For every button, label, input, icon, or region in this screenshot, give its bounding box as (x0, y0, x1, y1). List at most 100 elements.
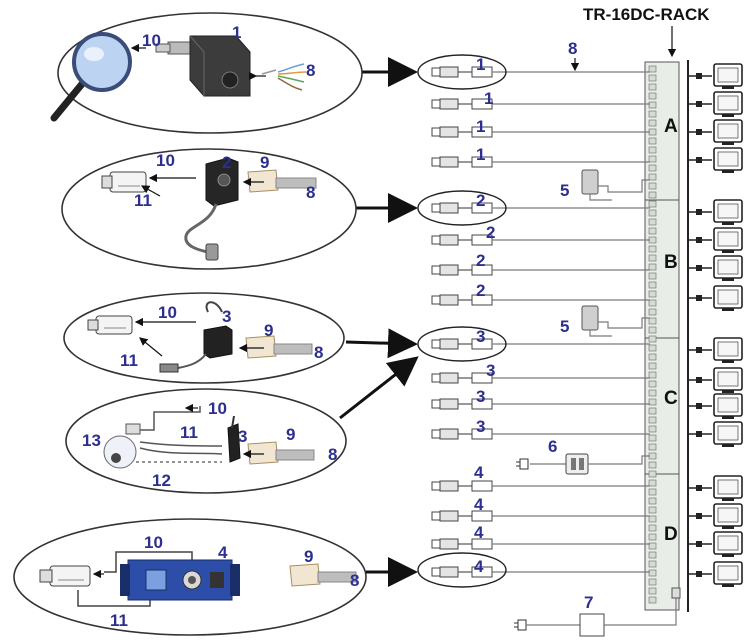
monitor-icon (688, 147, 743, 173)
balun-row (431, 372, 650, 384)
rack-jack (648, 452, 657, 460)
rack-unit: A B C D (644, 60, 689, 612)
detail-3-jack-label: 9 (264, 321, 273, 340)
balun-row (431, 126, 650, 138)
camera-icon-3 (87, 315, 133, 335)
rack-jack (648, 461, 657, 469)
balun-label-a4: 1 (476, 145, 485, 164)
rack-jack (648, 470, 657, 478)
camera-icon-2 (101, 171, 147, 193)
arrow-detail-3 (345, 328, 418, 359)
rack-jack (648, 434, 657, 442)
monitor-icon (688, 367, 743, 393)
detail-5-jack-label: 9 (304, 547, 313, 566)
rack-jack (648, 227, 657, 235)
balun-label-d2: 4 (474, 495, 484, 514)
rack-jack (648, 263, 657, 271)
rack-jack (648, 173, 657, 181)
detail-3-utp-label: 8 (314, 343, 323, 362)
balun-label-a1: 1 (476, 55, 485, 74)
detail-4-device-label: 3 (238, 427, 247, 446)
detail-3-cable-label: 10 (158, 303, 177, 322)
rack-jack (648, 425, 657, 433)
rack-jack (648, 200, 657, 208)
detail-5-utp-label: 8 (350, 571, 359, 590)
detail-4-utp-label: 8 (328, 445, 337, 464)
power-adapter-c: 6 (516, 437, 650, 475)
detail-2-device-label: 2 (222, 153, 231, 172)
balun-label-a3: 1 (476, 117, 485, 136)
highlight-ring-a (417, 54, 507, 90)
rack-jack (648, 137, 657, 145)
detail-1-bnc-balun: 10 1 8 (50, 12, 363, 134)
balun-label-b4: 2 (476, 281, 485, 300)
detail-5-device-label: 4 (218, 543, 228, 562)
rack-jack (648, 119, 657, 127)
rj45-jack-3 (245, 335, 313, 359)
balun-label-c2: 3 (486, 361, 495, 380)
rack-jack (648, 407, 657, 415)
detail-2-utp-label: 8 (306, 183, 315, 202)
detail-2-power-label: 11 (134, 191, 152, 210)
main-power-supply: 7 (514, 587, 681, 637)
rack-jack (648, 182, 657, 190)
rack-jack (648, 398, 657, 406)
highlight-ring-b (417, 190, 507, 226)
monitor-icon (688, 255, 743, 281)
rack-jack (648, 353, 657, 361)
balun-row (431, 566, 650, 578)
balun-label-d4: 4 (474, 557, 484, 576)
rack-jack (648, 542, 657, 550)
balun-row (431, 480, 650, 492)
balun-device-1 (155, 35, 251, 97)
monitor-icon (688, 199, 743, 225)
detail-5-cable-label: 10 (144, 533, 163, 552)
utp-cable-label: 8 (568, 39, 577, 58)
balun-device-3 (159, 301, 233, 373)
rack-jack (648, 191, 657, 199)
balun-row (431, 428, 650, 440)
rack-jack (648, 209, 657, 217)
rack-jack (648, 245, 657, 253)
rack-jack (648, 254, 657, 262)
balun-row (431, 156, 650, 168)
rack-jack (648, 479, 657, 487)
rack-section-d: D (664, 524, 678, 545)
detail-1-device-label: 1 (232, 23, 241, 42)
balun-label-d3: 4 (474, 523, 484, 542)
rack-jack (648, 335, 657, 343)
balun-row (431, 538, 650, 550)
rack-jack (648, 380, 657, 388)
balun-device-4 (227, 415, 241, 463)
rack-jack (648, 371, 657, 379)
power-supply-a: 5 (560, 169, 650, 201)
balun-label-b3: 2 (476, 251, 485, 270)
monitor-icon (688, 285, 743, 311)
rack-jack (648, 290, 657, 298)
rack-jack (648, 272, 657, 280)
main-power-label: 7 (584, 593, 593, 612)
balun-row (431, 510, 650, 522)
arrow-detail-4 (339, 356, 419, 420)
highlight-ring-c (417, 326, 507, 362)
rack-jack (648, 578, 657, 586)
balun-row (431, 294, 650, 306)
rack-jack (648, 596, 657, 604)
balun-row (431, 66, 650, 78)
monitor-column (688, 63, 743, 587)
monitor-icon (688, 393, 743, 419)
balun-rows (431, 66, 650, 578)
rack-jack (648, 389, 657, 397)
rack-jack (648, 128, 657, 136)
ptz-camera-icon (103, 423, 141, 469)
balun-label-c3: 3 (476, 387, 485, 406)
rack-jack (648, 218, 657, 226)
magnifier-icon (50, 32, 132, 122)
rack-jack (648, 236, 657, 244)
detail-3-device-label: 3 (222, 307, 231, 326)
rack-jack (648, 362, 657, 370)
rack-jack (648, 83, 657, 91)
detail-2-pigtail-balun: 10 2 9 8 11 (61, 148, 357, 270)
rack-jack (648, 515, 657, 523)
